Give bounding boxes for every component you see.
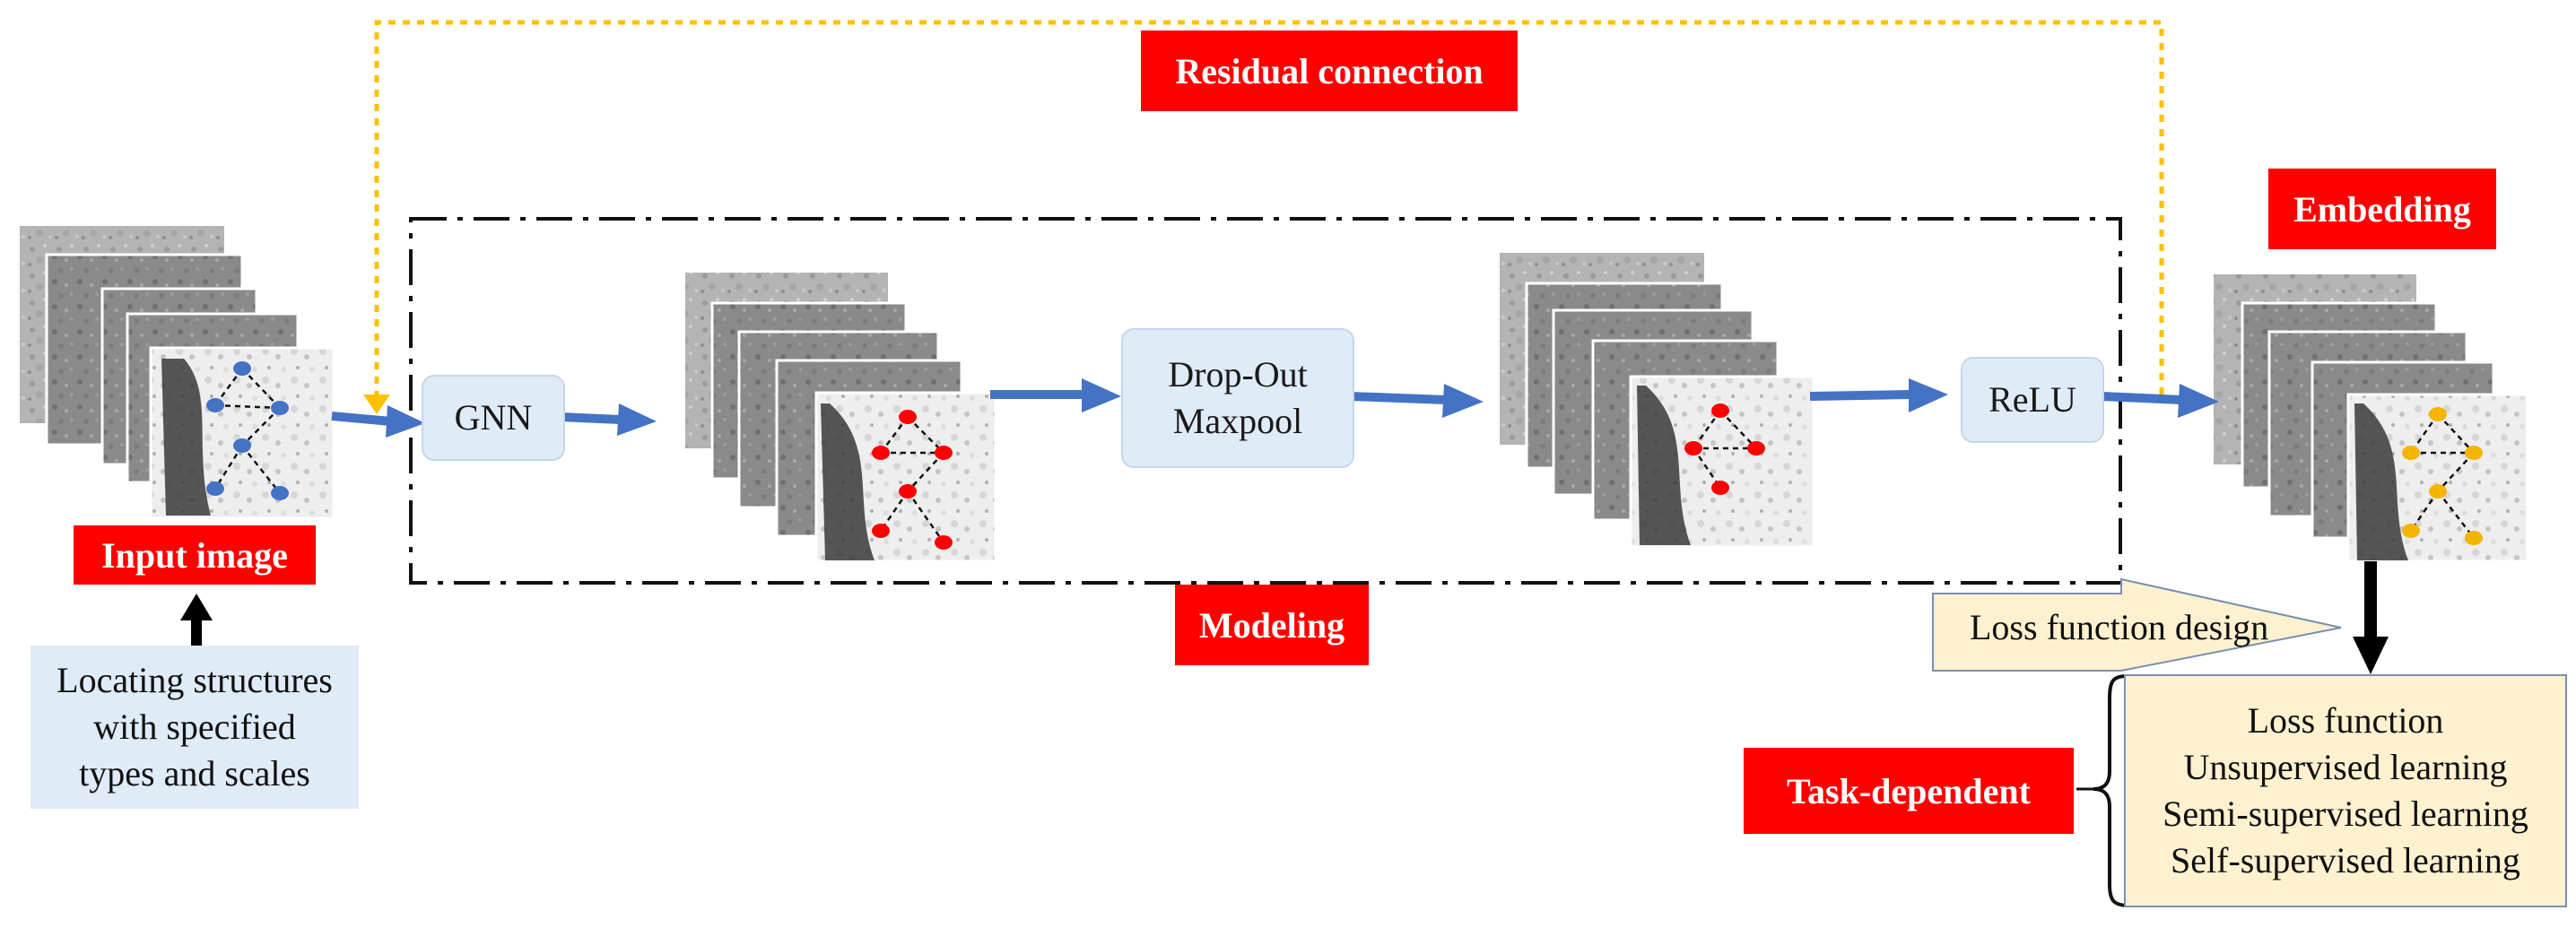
modeling-label: Modeling bbox=[1175, 585, 1369, 665]
arrow-dropout-to-stack3 bbox=[1350, 392, 1447, 404]
graph-overlay-blue bbox=[213, 368, 281, 494]
residual-arrowhead bbox=[363, 395, 390, 414]
embedding-image-stack bbox=[2214, 274, 2529, 563]
input-image-stack bbox=[20, 226, 335, 520]
dropout-maxpool-box: Drop-Out Maxpool bbox=[1121, 328, 1354, 468]
input-note-line-2: with specified bbox=[93, 707, 296, 747]
residual-connection-label: Residual connection bbox=[1141, 30, 1518, 111]
relu-label: ReLU bbox=[1989, 379, 2076, 420]
arrow-stack3-to-relu bbox=[1809, 390, 1911, 401]
arrow-input-to-gnn bbox=[331, 412, 392, 426]
gnn-box: GNN bbox=[422, 375, 565, 461]
input-note: Locating structures with specified types… bbox=[30, 646, 359, 809]
task-line-loss-function: Loss function bbox=[2247, 700, 2444, 741]
embedding-label: Embedding bbox=[2268, 169, 2496, 249]
task-line-semi-supervised: Semi-supervised learning bbox=[2163, 794, 2528, 834]
pooled-image-stack bbox=[1500, 253, 1815, 549]
input-note-line-3: types and scales bbox=[79, 753, 310, 794]
input-note-line-1: Locating structures bbox=[57, 660, 333, 700]
gnn-label: GNN bbox=[454, 397, 533, 438]
gnn-output-image-stack bbox=[685, 273, 997, 563]
task-line-unsupervised: Unsupervised learning bbox=[2183, 747, 2508, 787]
task-line-self-supervised: Self-supervised learning bbox=[2171, 840, 2520, 880]
input-image-label: Input image bbox=[74, 525, 316, 585]
graph-overlay-red-pooled bbox=[1692, 410, 1757, 489]
maxpool-label: Maxpool bbox=[1172, 401, 1303, 441]
residual-connection-path bbox=[374, 20, 2164, 395]
loss-design-callout bbox=[1932, 577, 2342, 672]
arrow-relu-to-embedding bbox=[2102, 392, 2182, 404]
task-dependent-label: Task-dependent bbox=[1744, 748, 2074, 834]
loss-design-text: Loss function design bbox=[1970, 607, 2269, 647]
black-arrows bbox=[180, 561, 2389, 674]
graph-overlay-yellow bbox=[2409, 413, 2475, 539]
relu-box: ReLU bbox=[1961, 357, 2104, 443]
graph-overlay-red bbox=[879, 416, 945, 543]
task-box: Loss function Unsupervised learning Semi… bbox=[2124, 674, 2567, 907]
arrow-gnn-to-stack2 bbox=[559, 412, 622, 424]
dropout-label: Drop-Out bbox=[1168, 354, 1308, 395]
flow-arrows bbox=[331, 378, 2219, 438]
